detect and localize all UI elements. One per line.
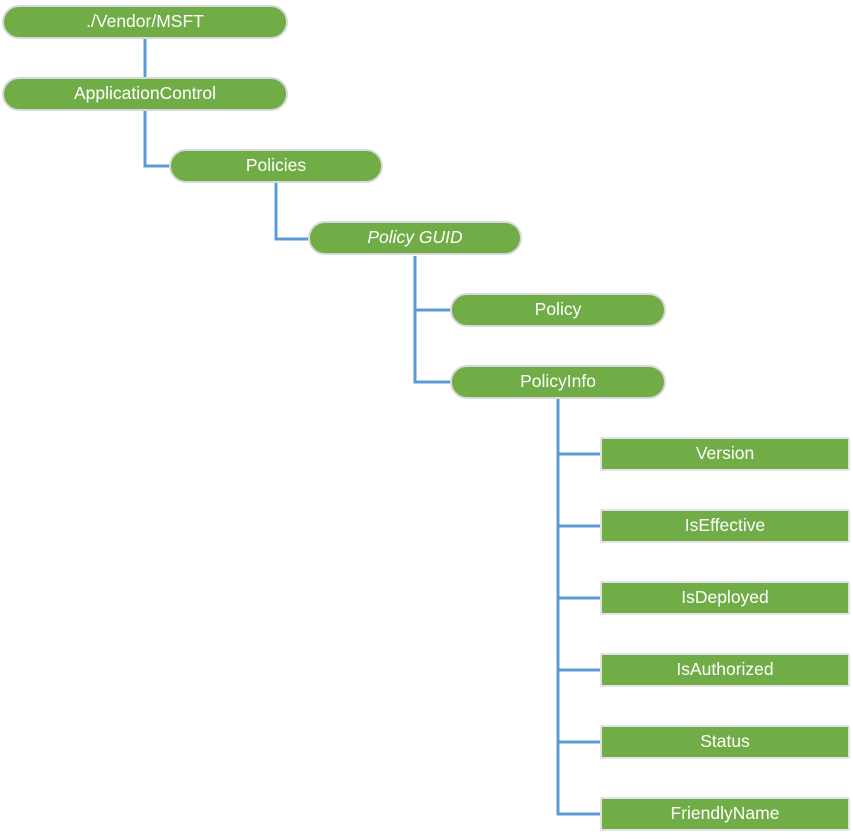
node-status: Status (600, 725, 850, 759)
node-isdeployed: IsDeployed (600, 581, 850, 615)
node-friendlyname: FriendlyName (600, 797, 850, 831)
node-policyinfo: PolicyInfo (450, 365, 666, 399)
connector-policyguid-spine (413, 256, 450, 384)
node-vendor-msft: ./Vendor/MSFT (2, 5, 288, 39)
node-policy: Policy (450, 293, 666, 327)
node-version: Version (600, 437, 850, 471)
connector-policyinfo-spine (556, 399, 600, 816)
connector-applicationcontrol-to-policies (143, 111, 169, 168)
node-policies: Policies (169, 149, 383, 183)
node-policy-guid: Policy GUID (308, 221, 522, 255)
connector-policies-to-policyguid (274, 183, 308, 241)
node-iseffective: IsEffective (600, 509, 850, 543)
node-isauthorized: IsAuthorized (600, 653, 850, 687)
node-applicationcontrol: ApplicationControl (2, 77, 288, 111)
